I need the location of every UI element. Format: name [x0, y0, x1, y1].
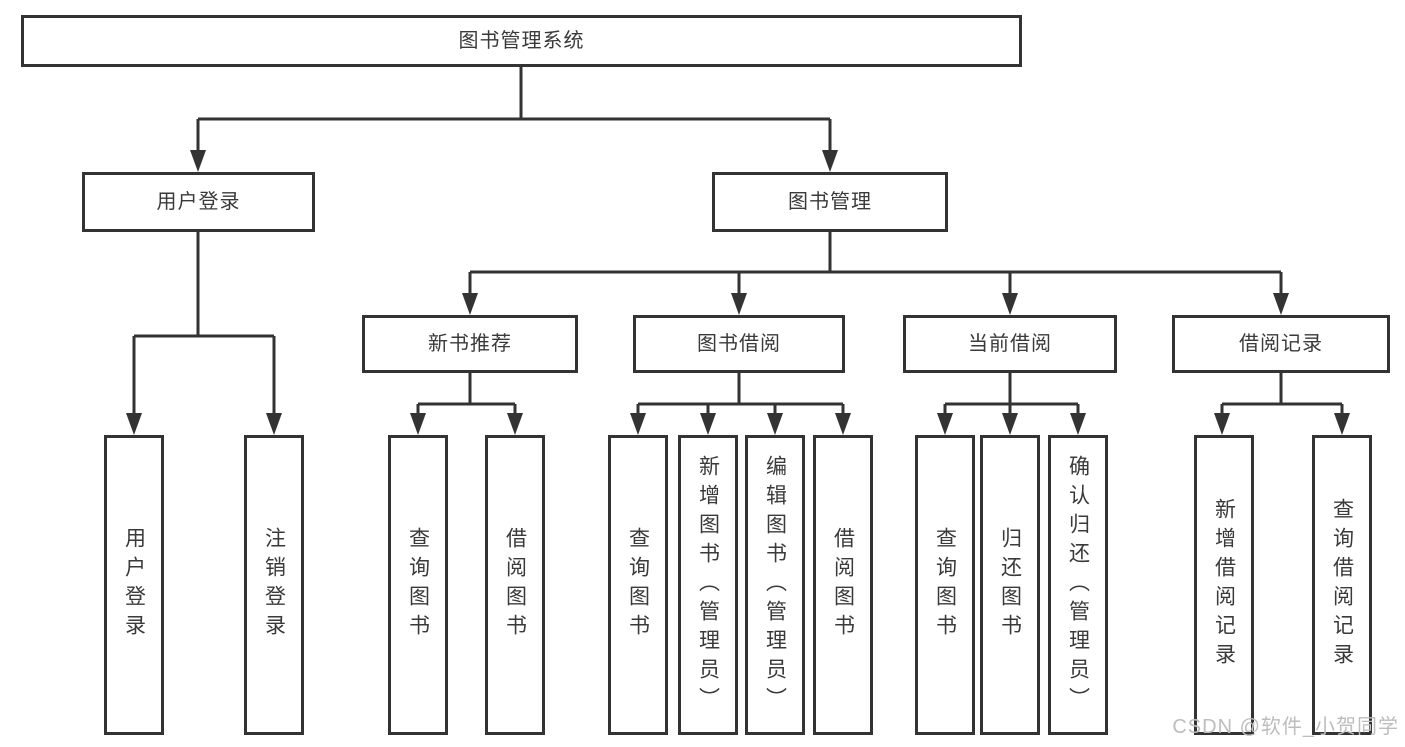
leaf-user-login: 用户登录: [104, 435, 164, 735]
leaf-current-confirm-return-label: 确认归还（管理员）: [1066, 454, 1090, 716]
leaf-current-query-book: 查询图书: [915, 435, 975, 735]
leaf-recommend-query-book: 查询图书: [388, 435, 448, 735]
leaf-current-query-book-label: 查询图书: [933, 527, 957, 643]
leaf-borrow-add-book: 新增图书（管理员）: [678, 435, 738, 735]
node-new-book-recommend: 新书推荐: [362, 315, 578, 373]
node-book-borrow: 图书借阅: [633, 315, 845, 373]
leaf-logout-label: 注销登录: [262, 527, 286, 643]
leaf-current-return-book-label: 归还图书: [998, 527, 1022, 643]
leaf-record-query: 查询借阅记录: [1312, 435, 1372, 735]
leaf-borrow-add-book-label: 新增图书（管理员）: [696, 454, 720, 716]
leaf-recommend-borrow-book-label: 借阅图书: [503, 527, 527, 643]
node-book-management: 图书管理: [712, 172, 948, 232]
leaf-recommend-borrow-book: 借阅图书: [485, 435, 545, 735]
leaf-record-add-label: 新增借阅记录: [1212, 498, 1236, 672]
leaf-current-confirm-return: 确认归还（管理员）: [1048, 435, 1108, 735]
leaf-current-return-book: 归还图书: [980, 435, 1040, 735]
leaf-user-login-label: 用户登录: [122, 527, 146, 643]
leaf-borrow-query-book-label: 查询图书: [626, 527, 650, 643]
leaf-record-query-label: 查询借阅记录: [1330, 498, 1354, 672]
leaf-borrow-borrow-book: 借阅图书: [813, 435, 873, 735]
leaf-recommend-query-book-label: 查询图书: [406, 527, 430, 643]
leaf-logout: 注销登录: [244, 435, 304, 735]
node-root-system: 图书管理系统: [21, 15, 1022, 67]
node-current-borrow: 当前借阅: [903, 315, 1117, 373]
node-borrow-record: 借阅记录: [1172, 315, 1390, 373]
leaf-borrow-borrow-book-label: 借阅图书: [831, 527, 855, 643]
node-user-login: 用户登录: [82, 172, 315, 232]
leaf-record-add: 新增借阅记录: [1194, 435, 1254, 735]
leaf-borrow-edit-book: 编辑图书（管理员）: [745, 435, 805, 735]
leaf-borrow-query-book: 查询图书: [608, 435, 668, 735]
csdn-watermark: CSDN @软件_小贺同学: [1172, 716, 1399, 738]
leaf-borrow-edit-book-label: 编辑图书（管理员）: [763, 454, 787, 716]
